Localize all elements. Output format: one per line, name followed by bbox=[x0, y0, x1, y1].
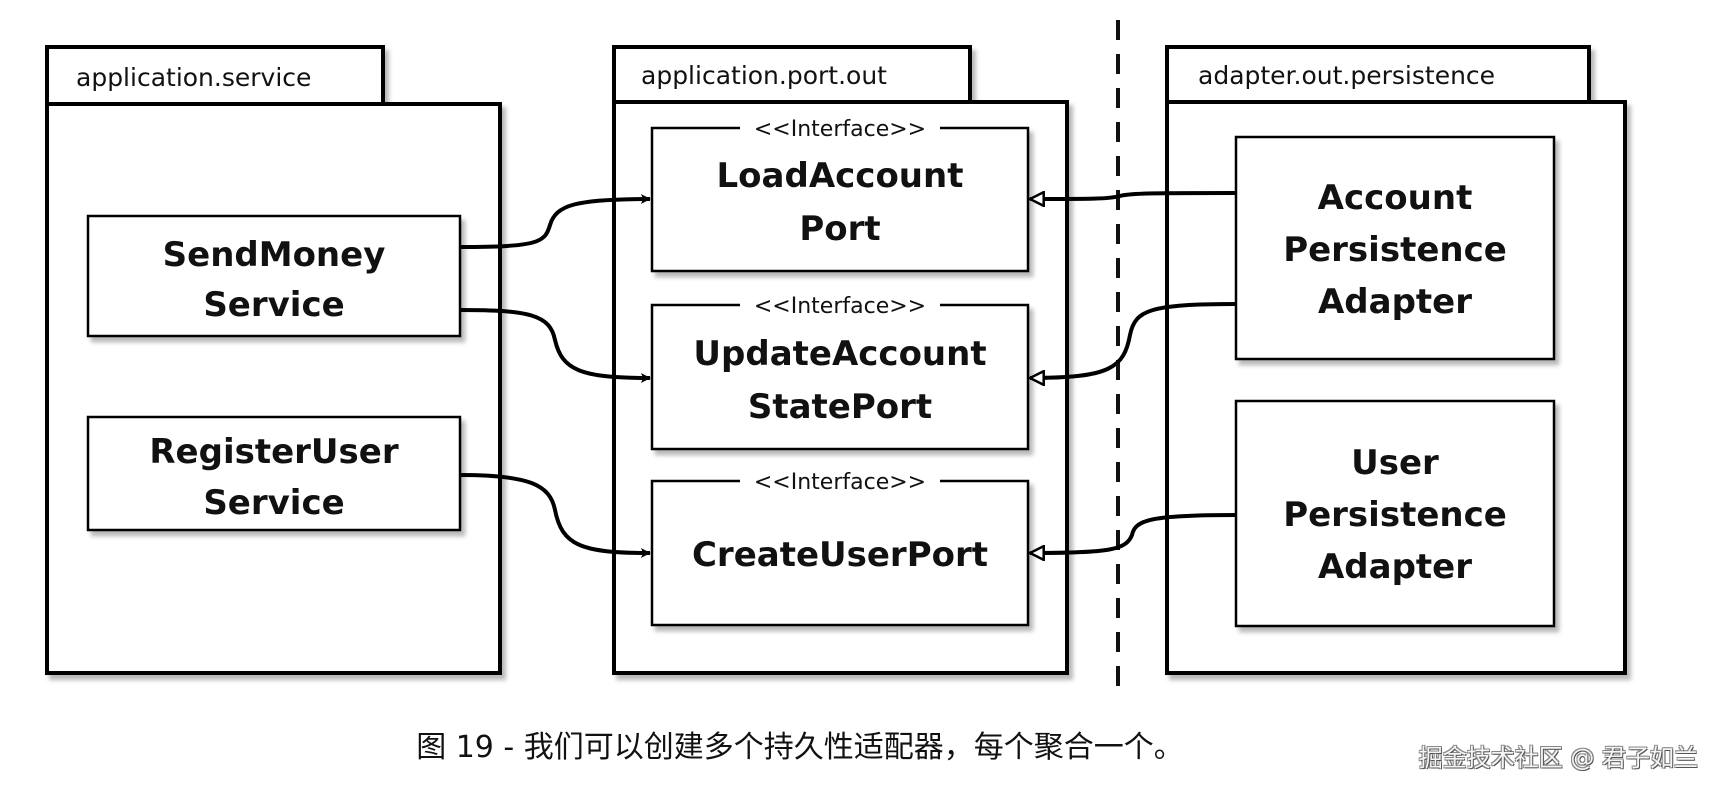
connector-register-user-to-create-user bbox=[459, 473, 651, 558]
service-send-money[interactable]: SendMoney Service bbox=[86, 214, 462, 338]
adapter-name-line: User bbox=[1351, 443, 1439, 483]
stereotype-background bbox=[740, 293, 940, 313]
port-stereotype: <<Interface>> bbox=[754, 470, 926, 495]
adapter-name-line: Persistence bbox=[1283, 230, 1507, 270]
adapter-name-line: Persistence bbox=[1283, 495, 1507, 535]
package-label: application.port.out bbox=[641, 61, 887, 90]
port-create-user[interactable]: <<Interface>> CreateUserPort bbox=[650, 469, 1030, 627]
port-stereotype: <<Interface>> bbox=[754, 117, 926, 142]
connector-account-persistence-to-load-account bbox=[1030, 193, 1237, 199]
adapter-name-line: Adapter bbox=[1318, 547, 1472, 587]
package-tab bbox=[45, 45, 385, 106]
package-label: application.service bbox=[76, 63, 311, 92]
package-tab bbox=[612, 45, 972, 104]
adapter-account-persistence[interactable]: Account Persistence Adapter bbox=[1234, 135, 1556, 361]
watermark: 掘金技术社区 @ 君子如兰 bbox=[1418, 744, 1698, 772]
port-name-line: Port bbox=[799, 209, 880, 249]
connector-account-persistence-to-update-account-state bbox=[1030, 302, 1237, 378]
service-name-line: Service bbox=[203, 483, 344, 523]
port-name-line: LoadAccount bbox=[717, 156, 964, 196]
service-name-line: Service bbox=[203, 285, 344, 325]
service-name-line: RegisterUser bbox=[149, 432, 398, 472]
package-application-service bbox=[45, 45, 502, 675]
port-name-line: StatePort bbox=[748, 387, 932, 427]
service-box bbox=[86, 214, 462, 338]
stereotype-background bbox=[740, 469, 940, 489]
port-box bbox=[650, 126, 1030, 273]
connector-send-money-to-update-account-state bbox=[459, 308, 651, 383]
adapter-name-line: Adapter bbox=[1318, 282, 1472, 322]
stereotype-background bbox=[740, 116, 940, 136]
adapter-user-persistence[interactable]: User Persistence Adapter bbox=[1234, 399, 1556, 628]
adapter-box bbox=[1234, 135, 1556, 361]
figure-caption: 图 19 - 我们可以创建多个持久性适配器，每个聚合一个。 bbox=[416, 730, 1184, 765]
connector-user-persistence-to-create-user bbox=[1030, 513, 1237, 553]
port-box bbox=[650, 479, 1030, 627]
service-box bbox=[86, 415, 462, 532]
service-register-user[interactable]: RegisterUser Service bbox=[86, 415, 462, 532]
package-label: adapter.out.persistence bbox=[1198, 61, 1495, 90]
port-name-line: CreateUserPort bbox=[692, 535, 988, 575]
port-name-line: UpdateAccount bbox=[693, 334, 986, 374]
port-load-account[interactable]: <<Interface>> LoadAccount Port bbox=[650, 116, 1030, 273]
port-stereotype: <<Interface>> bbox=[754, 294, 926, 319]
port-update-account-state[interactable]: <<Interface>> UpdateAccount StatePort bbox=[650, 293, 1030, 451]
adapter-box bbox=[1234, 399, 1556, 628]
adapter-name-line: Account bbox=[1318, 178, 1473, 218]
connector-send-money-to-load-account bbox=[459, 194, 651, 249]
package-body bbox=[45, 102, 502, 675]
port-box bbox=[650, 303, 1030, 451]
package-tab bbox=[1165, 45, 1591, 104]
service-name-line: SendMoney bbox=[163, 235, 386, 275]
